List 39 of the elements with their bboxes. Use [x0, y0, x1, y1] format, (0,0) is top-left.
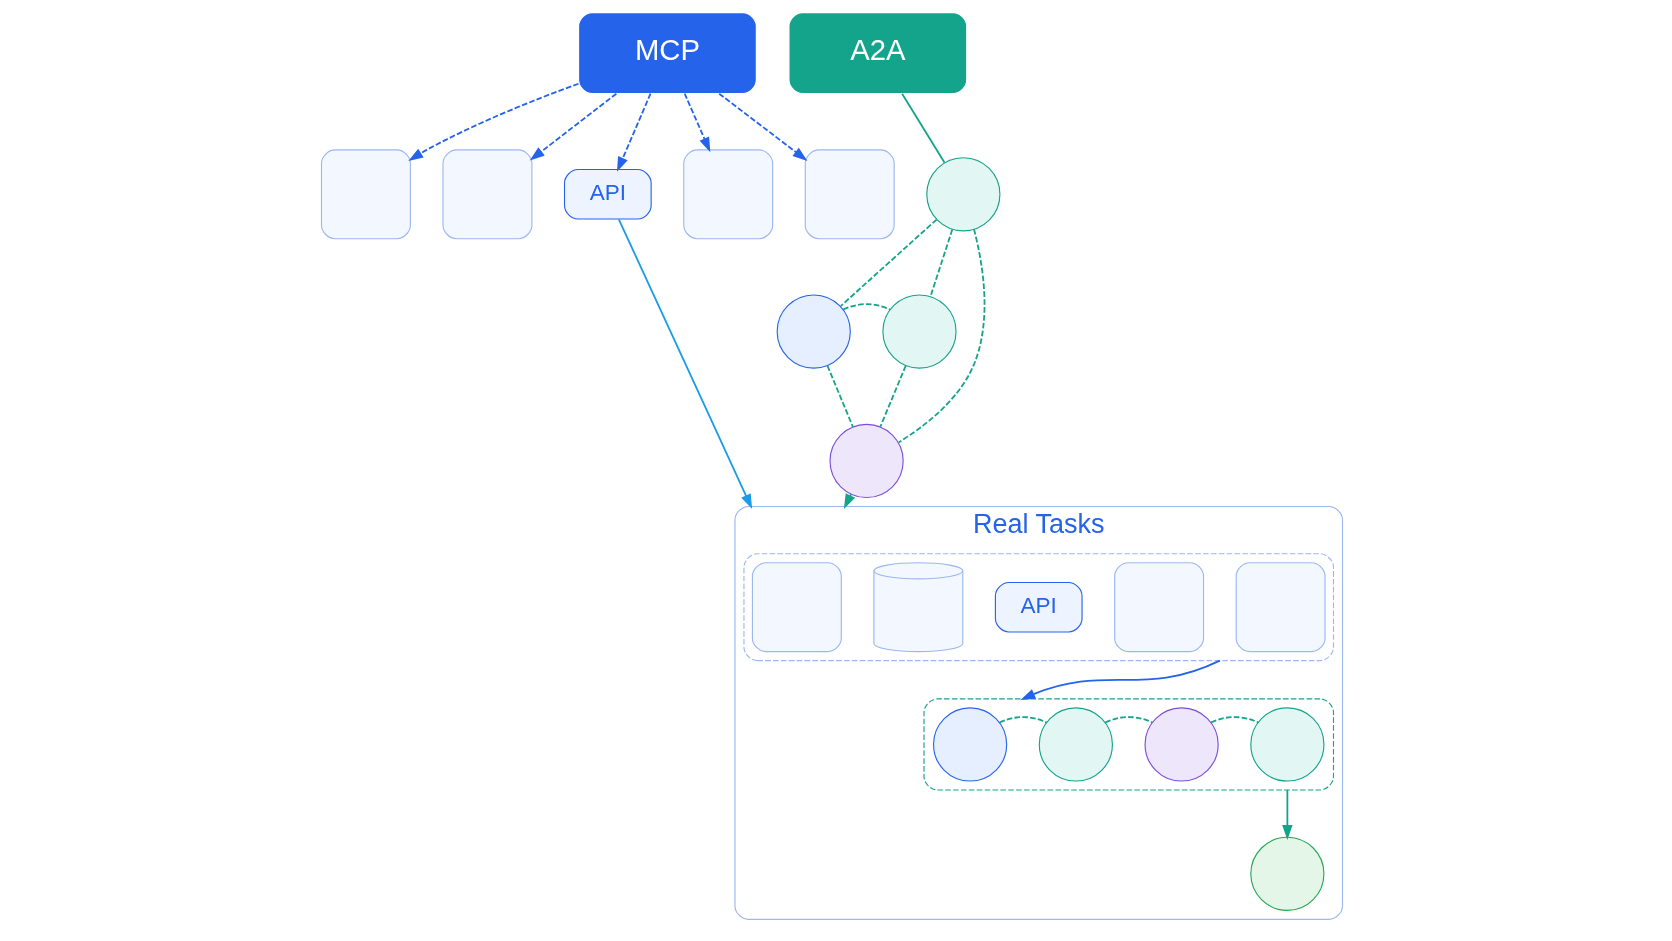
cluster: [742, 553, 1334, 662]
connector: [929, 228, 953, 298]
node-circle: [925, 157, 1000, 232]
node-box: MCP: [577, 12, 757, 95]
arrow: [1020, 659, 1221, 700]
node-circle: [881, 294, 957, 369]
node-box: [441, 149, 532, 240]
arrow: [616, 92, 651, 172]
node-box: [682, 149, 773, 240]
connector: [897, 228, 985, 444]
arrow: [683, 92, 710, 153]
node-circle: [1038, 707, 1113, 782]
connector: [900, 92, 945, 164]
node-circle: [932, 707, 1007, 782]
node-box: API: [994, 581, 1083, 633]
arrow: [1281, 789, 1293, 840]
connector: [1209, 716, 1259, 724]
cluster: [922, 698, 1334, 791]
node-box: [751, 562, 842, 653]
arrow: [529, 92, 617, 161]
node-box: [1113, 562, 1204, 653]
connector: [841, 303, 891, 311]
node-circle: [1144, 707, 1219, 782]
connector: [1103, 716, 1153, 724]
arrow: [717, 92, 807, 161]
node-box: API: [563, 168, 652, 220]
node-box: [804, 149, 895, 240]
connector: [878, 364, 907, 428]
arrow: [407, 82, 579, 161]
connector: [998, 716, 1047, 724]
node-box: [320, 149, 411, 240]
node-circle: [1249, 707, 1324, 782]
node-box: A2A: [787, 12, 967, 95]
node-box: [1235, 562, 1326, 653]
arrow: [617, 218, 752, 509]
connector: [839, 218, 937, 307]
node-circle: [776, 294, 851, 369]
node-circle: [1249, 836, 1324, 911]
connector: [826, 364, 854, 428]
